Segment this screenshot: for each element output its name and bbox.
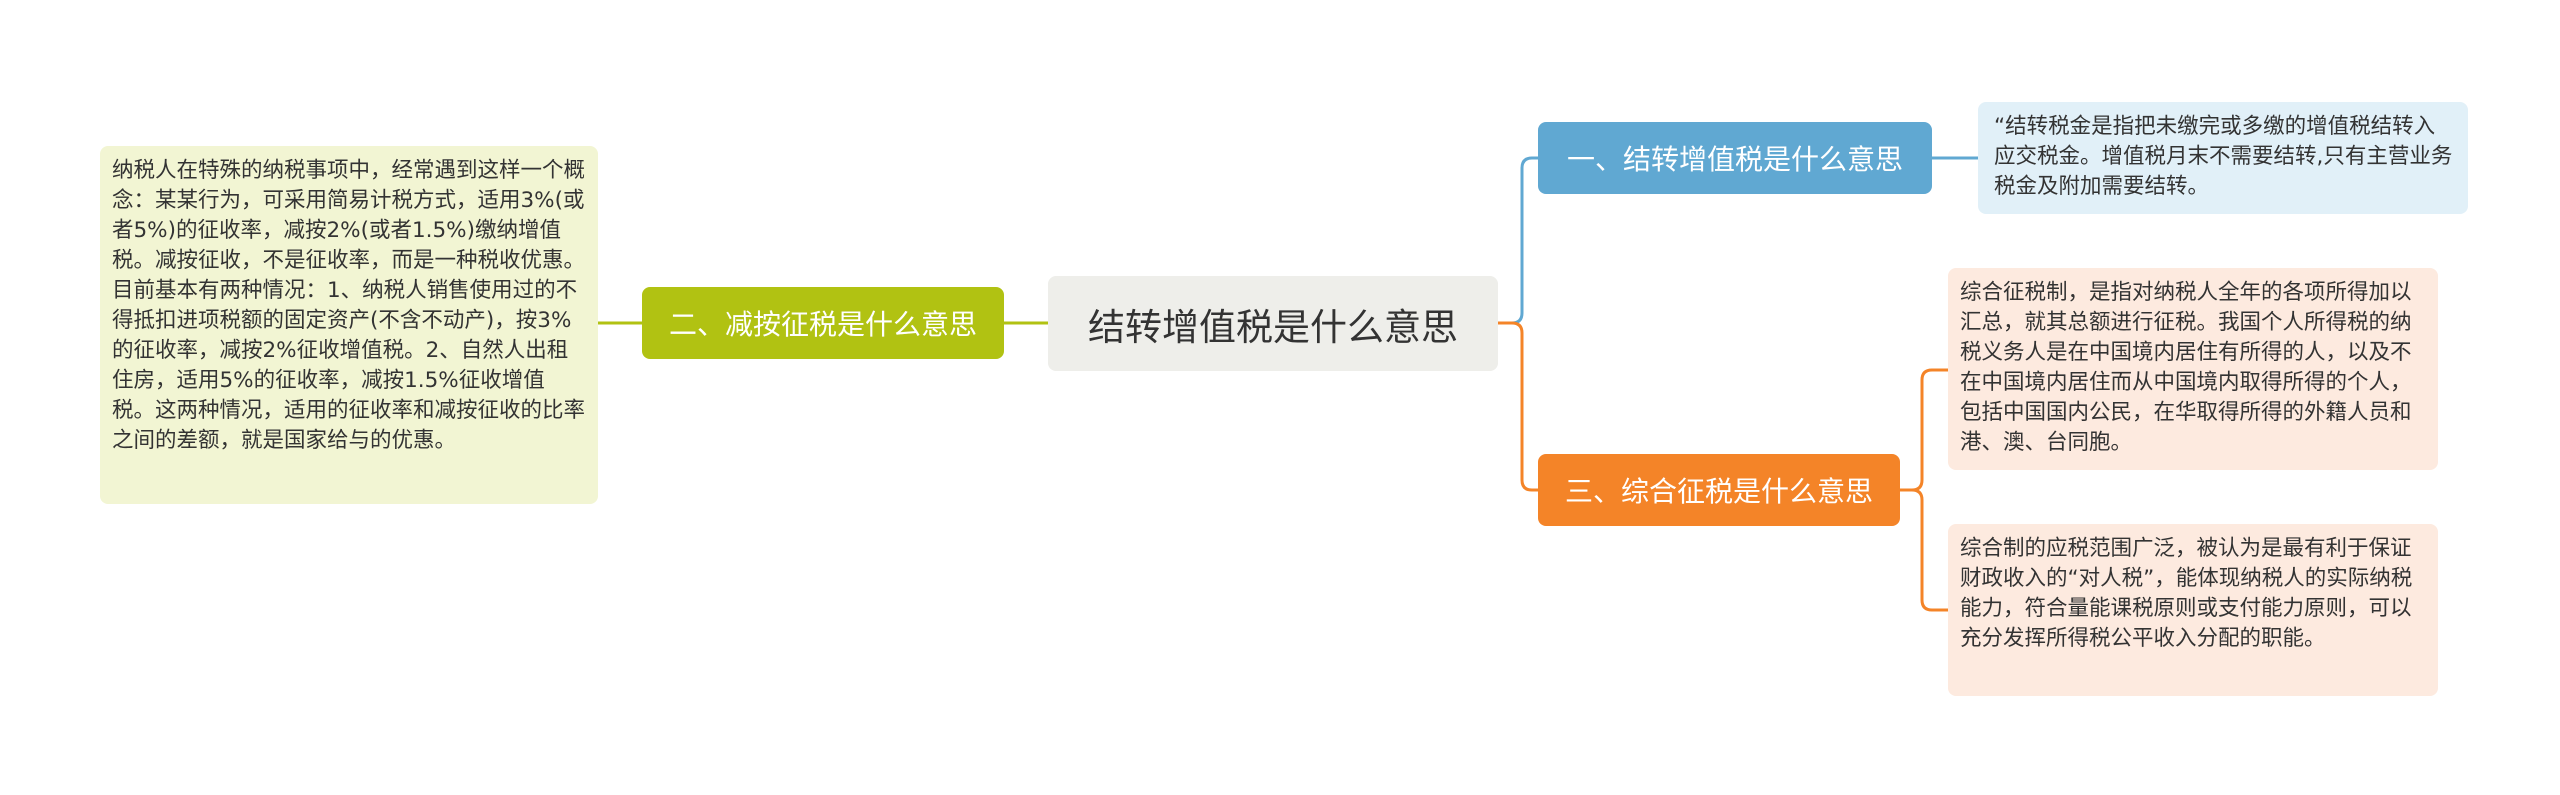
branch-topic-3[interactable]: 三、综合征税是什么意思 [1538, 454, 1900, 526]
central-topic[interactable]: 结转增值税是什么意思 [1048, 276, 1498, 371]
leaf-note-branch3-first[interactable]: 综合征税制，是指对纳税人全年的各项所得加以汇总，就其总额进行征税。我国个人所得税… [1948, 268, 2438, 470]
leaf-note-branch3-second[interactable]: 综合制的应税范围广泛，被认为是最有利于保证财政收入的“对人税”，能体现纳税人的实… [1948, 524, 2438, 696]
branch-topic-2[interactable]: 二、减按征税是什么意思 [642, 287, 1004, 359]
branch-topic-1[interactable]: 一、结转增值税是什么意思 [1538, 122, 1932, 194]
leaf-note-branch2[interactable]: 纳税人在特殊的纳税事项中，经常遇到这样一个概念：某某行为，可采用简易计税方式，适… [100, 146, 598, 504]
connector-branch3-leaf1 [1900, 368, 1948, 492]
connector-center-branch1 [1498, 156, 1538, 325]
connector-branch3-leaf2 [1900, 488, 1948, 612]
leaf-note-branch1[interactable]: “结转税金是指把未缴完或多缴的增值税结转入应交税金。增值税月末不需要结转,只有主… [1978, 102, 2468, 214]
connector-center-branch3 [1498, 321, 1538, 492]
